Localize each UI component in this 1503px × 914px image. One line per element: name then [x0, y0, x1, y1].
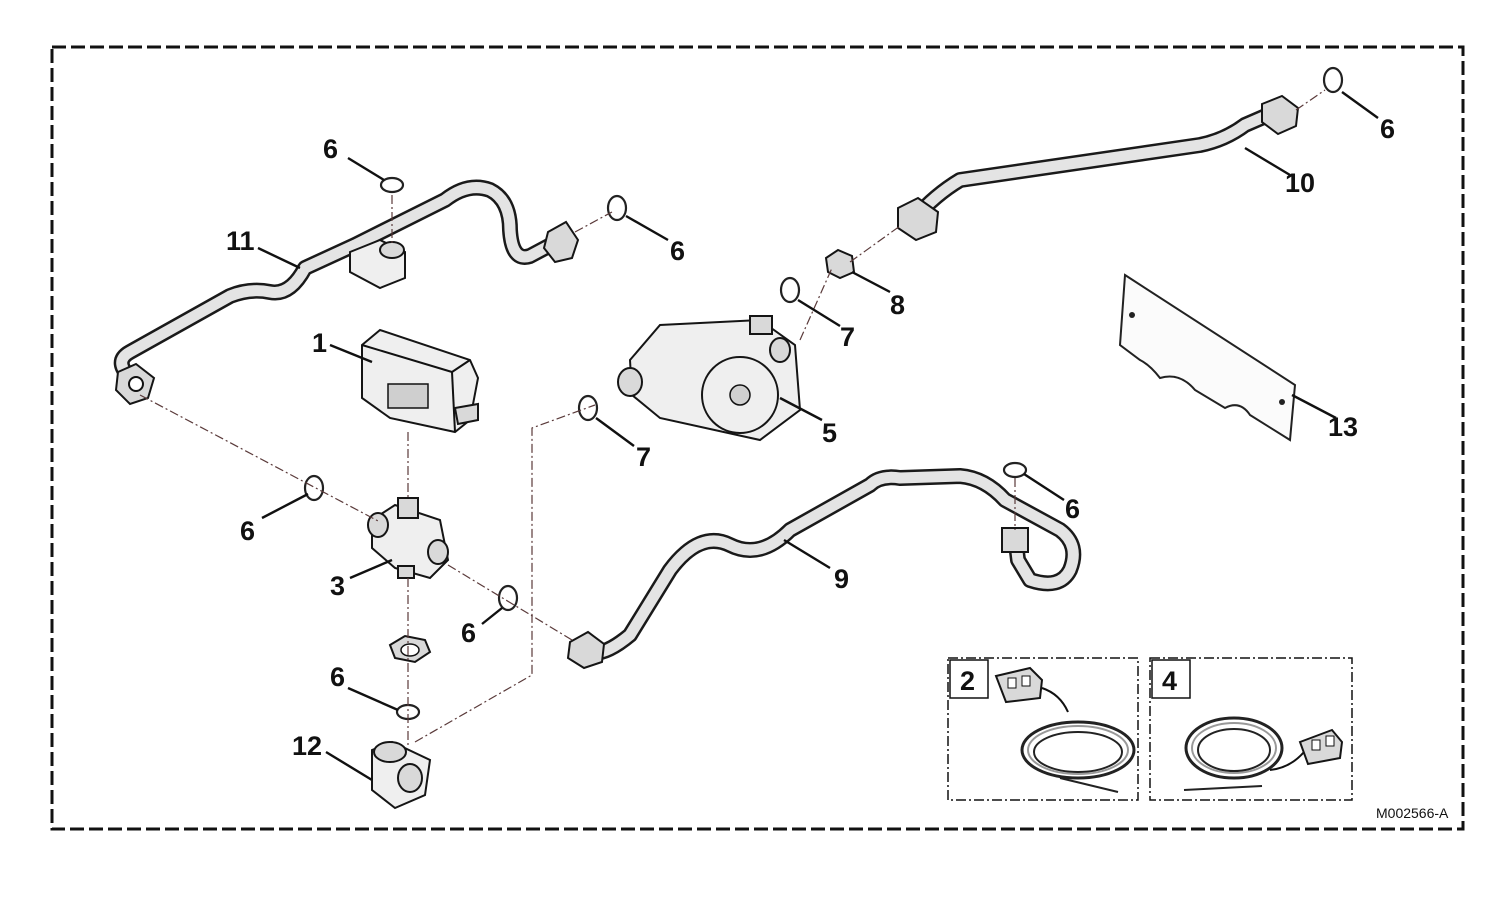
pipe-11-right-nut [542, 220, 580, 264]
callout-oring-bottom-left: 6 [330, 662, 345, 692]
pipe-11 [113, 179, 580, 406]
callout-oring-pipe11-end: 6 [670, 236, 685, 266]
callout-pump-5: 5 [822, 418, 837, 448]
assembly-lines [139, 89, 1326, 745]
callout-oring-pump-outlet: 7 [840, 322, 855, 352]
callout-labels: 6 6 11 1 6 3 6 6 12 7 5 7 8 10 6 13 9 6 [226, 114, 1395, 761]
callout-pipe-10: 10 [1285, 168, 1315, 198]
oring-top-right [1322, 66, 1344, 94]
callout-pipe-11: 11 [226, 226, 255, 256]
connector-2 [994, 666, 1044, 704]
oring-pipe11-end [606, 194, 628, 222]
oring-pump-inlet [577, 394, 599, 422]
gasket-13 [1118, 273, 1297, 442]
callout-pipe-9: 9 [834, 564, 849, 594]
callout-oring-left: 6 [240, 516, 255, 546]
oring-pump-outlet [779, 276, 801, 304]
callout-oring-top-right: 6 [1380, 114, 1395, 144]
pipe-9-right-fitting [1001, 527, 1029, 553]
actuator-1 [361, 328, 480, 434]
callout-oring-top-left: 6 [323, 134, 338, 164]
pipe-9-left-nut [566, 630, 606, 670]
callout-oring-bottom-mid: 6 [461, 618, 476, 648]
callout-elbow-12: 12 [292, 731, 322, 761]
elbow-12 [371, 740, 432, 810]
callout-cable-4: 4 [1162, 666, 1177, 696]
inset-cable-4: 4 [1149, 657, 1353, 801]
connector-4 [1298, 728, 1344, 766]
callout-oring-pump-inlet: 7 [636, 442, 651, 472]
pipe-10 [897, 94, 1300, 242]
pipe-9 [566, 468, 1082, 670]
cable-coil-4 [1184, 716, 1284, 780]
reference-code: M002566-A [1376, 805, 1449, 821]
pump-5 [617, 315, 802, 442]
diagram-frame [50, 45, 1465, 831]
cable-coil-2 [1020, 720, 1136, 780]
oring-bottom-mid [497, 584, 519, 612]
oring-top-left [379, 176, 405, 194]
pipe-10-right-nut [1261, 94, 1300, 136]
o-rings [303, 66, 1344, 721]
oring-pipe9 [1002, 461, 1028, 479]
leader-lines [257, 91, 1379, 782]
callout-cable-2: 2 [960, 666, 975, 696]
nut-8 [824, 248, 856, 280]
callout-valve-3: 3 [330, 571, 345, 601]
callout-actuator-1: 1 [312, 328, 327, 358]
callout-nut-8: 8 [890, 290, 905, 320]
callout-gasket-13: 13 [1328, 412, 1358, 442]
oring-left [303, 474, 325, 502]
inset-cable-2: 2 [947, 657, 1139, 801]
callout-oring-pipe9: 6 [1065, 494, 1080, 524]
